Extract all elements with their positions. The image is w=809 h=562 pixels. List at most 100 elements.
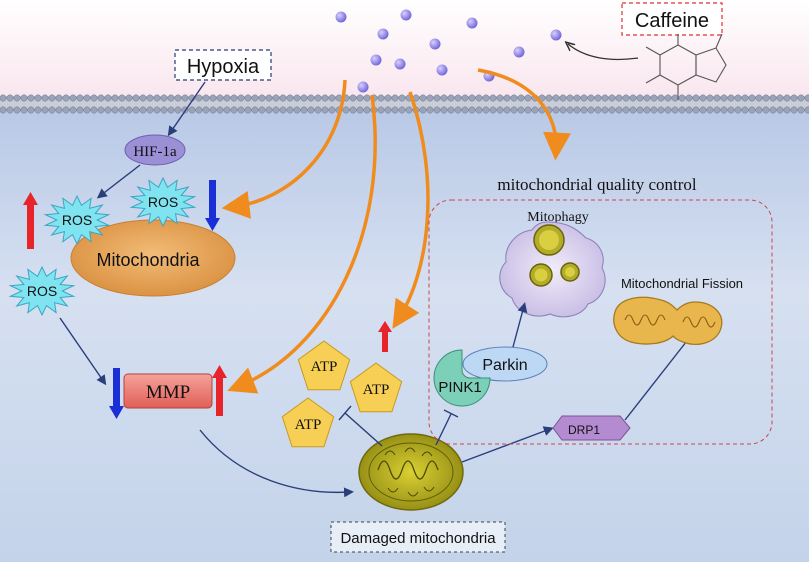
membrane-lipid-head bbox=[223, 106, 231, 114]
membrane-lipid-head bbox=[104, 106, 112, 114]
membrane-lipid-head bbox=[440, 94, 448, 102]
membrane-lipid-head bbox=[307, 106, 315, 114]
membrane-lipid-head bbox=[195, 94, 203, 102]
ros-label-lower: ROS bbox=[27, 283, 57, 299]
atp-increase-arrow bbox=[378, 321, 392, 352]
membrane-lipid-head bbox=[55, 94, 63, 102]
membrane-lipid-head bbox=[216, 106, 224, 114]
ros-decrease-arrow bbox=[205, 180, 220, 231]
membrane-lipid-head bbox=[517, 94, 525, 102]
membrane-lipid-head bbox=[146, 106, 154, 114]
membrane-lipid-head bbox=[258, 106, 266, 114]
membrane-lipid-head bbox=[209, 106, 217, 114]
membrane-lipid-head bbox=[125, 106, 133, 114]
membrane-lipid-head bbox=[195, 106, 203, 114]
caffeine-to-mmp-arrow bbox=[227, 94, 377, 394]
membrane-lipid-head bbox=[713, 106, 721, 114]
membrane-lipid-head bbox=[307, 94, 315, 102]
membrane-lipid-head bbox=[300, 94, 308, 102]
membrane-lipid-head bbox=[608, 106, 616, 114]
membrane-lipid-head bbox=[426, 106, 434, 114]
membrane-lipid-head bbox=[251, 94, 259, 102]
membrane-lipid-head bbox=[643, 106, 651, 114]
membrane-lipid-head bbox=[615, 94, 623, 102]
membrane-lipid-head bbox=[188, 106, 196, 114]
membrane-lipid-head bbox=[580, 106, 588, 114]
membrane-lipid-head bbox=[132, 106, 140, 114]
membrane-lipid-head bbox=[209, 94, 217, 102]
membrane-lipid-head bbox=[496, 106, 504, 114]
membrane-lipid-head bbox=[363, 94, 371, 102]
membrane-lipid-head bbox=[265, 94, 273, 102]
hypoxia-label: Hypoxia bbox=[187, 56, 260, 78]
membrane-lipid-head bbox=[391, 94, 399, 102]
membrane-lipid-head bbox=[48, 106, 56, 114]
membrane-lipid-head bbox=[503, 94, 511, 102]
membrane-lipid-head bbox=[475, 106, 483, 114]
membrane-lipid-head bbox=[258, 94, 266, 102]
damaged-to-pink1-line bbox=[435, 413, 452, 446]
ros-to-mmp-arrow bbox=[59, 317, 107, 386]
membrane-lipid-head bbox=[741, 106, 749, 114]
membrane-lipid-head bbox=[755, 106, 763, 114]
membrane-lipid-head bbox=[636, 94, 644, 102]
membrane-lipid-head bbox=[265, 106, 273, 114]
membrane-lipid-head bbox=[69, 106, 77, 114]
membrane-lipid-head bbox=[657, 106, 665, 114]
caffeine-particle bbox=[394, 58, 406, 70]
drp1-to-fission-arrow bbox=[624, 333, 693, 421]
membrane-lipid-head bbox=[349, 106, 357, 114]
membrane-lipid-head bbox=[783, 94, 791, 102]
membrane-lipid-head bbox=[741, 94, 749, 102]
membrane-lipid-head bbox=[286, 94, 294, 102]
membrane-lipid-head bbox=[83, 106, 91, 114]
membrane-lipid-head bbox=[27, 106, 35, 114]
membrane-lipid-head bbox=[321, 94, 329, 102]
membrane-lipid-head bbox=[566, 94, 574, 102]
membrane-lipid-head bbox=[454, 94, 462, 102]
mitophagy-label: Mitophagy bbox=[527, 210, 588, 225]
damaged-inhibits-atp-bar bbox=[338, 405, 352, 421]
membrane-lipid-head bbox=[34, 94, 42, 102]
membrane-lipid-head bbox=[13, 106, 21, 114]
membrane-lipid-head bbox=[349, 94, 357, 102]
membrane-lipid-head bbox=[167, 106, 175, 114]
ros-label-left: ROS bbox=[62, 212, 92, 228]
parkin-node: Parkin bbox=[462, 346, 548, 382]
mmp-decrease-arrow bbox=[109, 368, 124, 419]
membrane-lipid-head bbox=[111, 106, 119, 114]
membrane-lipid-head bbox=[734, 106, 742, 114]
caffeine-to-particle-arrow bbox=[568, 44, 639, 61]
caffeine-to-quality-control-arrow bbox=[477, 68, 571, 161]
membrane-lipid-head bbox=[342, 106, 350, 114]
membrane-lipid-head bbox=[377, 106, 385, 114]
membrane-lipid-head bbox=[510, 94, 518, 102]
damaged-to-pink1-bar bbox=[443, 409, 459, 418]
membrane-lipid-head bbox=[692, 94, 700, 102]
membrane-lipid-head bbox=[615, 106, 623, 114]
membrane-lipid-head bbox=[790, 106, 798, 114]
membrane-lipid-head bbox=[573, 106, 581, 114]
pink1-label: PINK1 bbox=[438, 379, 481, 396]
membrane-lipid-head bbox=[251, 106, 259, 114]
membrane-lipid-head bbox=[90, 94, 98, 102]
membrane-lipid-head bbox=[601, 106, 609, 114]
parkin-to-mitophagy-arrow bbox=[512, 302, 528, 348]
membrane-lipid-head bbox=[202, 106, 210, 114]
drp1-node: DRP1 bbox=[552, 415, 631, 441]
membrane-lipid-head bbox=[468, 106, 476, 114]
membrane-lipid-head bbox=[62, 94, 70, 102]
caffeine-particle bbox=[429, 38, 441, 50]
membrane-lipid-head bbox=[174, 94, 182, 102]
membrane-lipid-head bbox=[97, 94, 105, 102]
membrane-lipid-head bbox=[482, 106, 490, 114]
membrane-lipid-head bbox=[384, 106, 392, 114]
membrane-lipid-head bbox=[559, 106, 567, 114]
membrane-lipid-head bbox=[62, 106, 70, 114]
membrane-lipid-head bbox=[321, 106, 329, 114]
membrane-lipid-head bbox=[804, 106, 809, 114]
atp-label-2: ATP bbox=[363, 382, 390, 398]
membrane-lipid-head bbox=[790, 94, 798, 102]
membrane-lipid-head bbox=[6, 106, 14, 114]
caffeine-particle bbox=[335, 11, 347, 23]
